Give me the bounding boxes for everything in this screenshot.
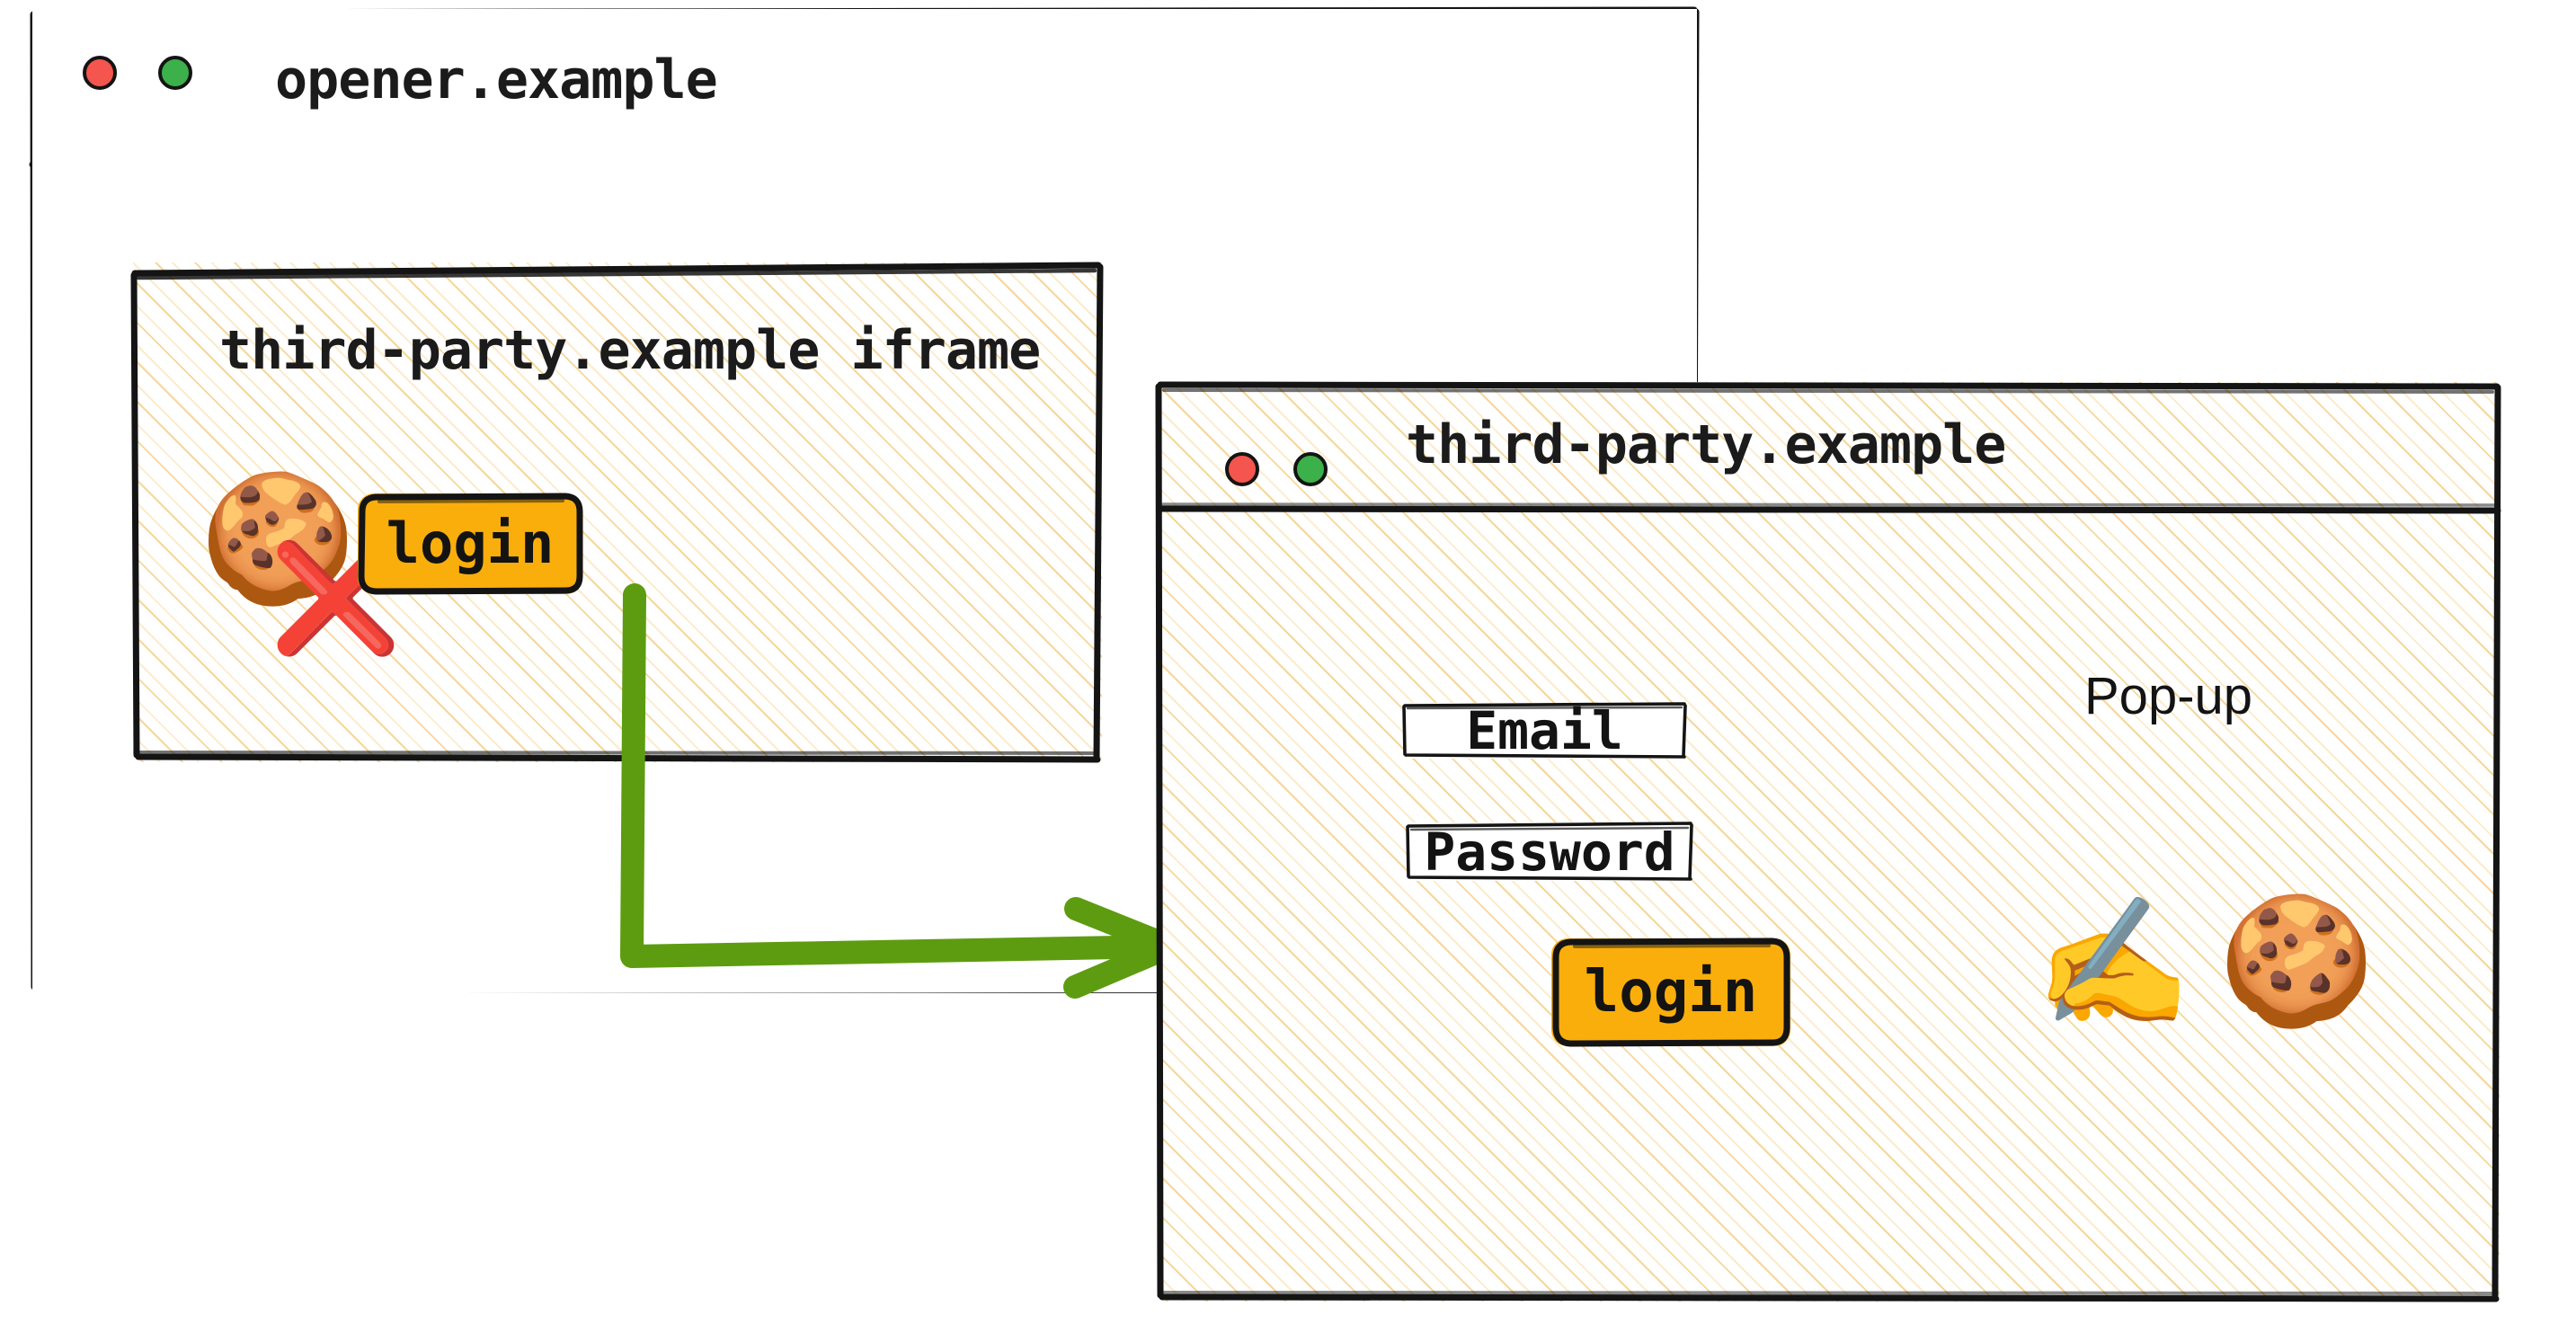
iframe-title: third-party.example iframe [219,319,1041,382]
password-field-label: Password [1424,821,1675,883]
popup-annotation-label: Pop-up [2084,667,2253,725]
close-icon[interactable] [83,56,117,90]
email-field[interactable]: Email [1402,700,1687,761]
opener-titlebar: opener.example [32,9,1697,166]
maximize-icon[interactable] [158,56,192,90]
popup-background [1158,382,2500,1302]
iframe-login-button[interactable]: login [358,493,583,595]
popup-window-title: third-party.example [1406,413,2006,476]
popup-maximize-icon[interactable] [1293,452,1328,486]
iframe-login-button-label: login [386,511,555,576]
password-field[interactable]: Password [1406,821,1693,883]
popup-login-button-label: login [1584,959,1758,1026]
cookie-icon: 🍪 [200,466,357,612]
opener-window-title: opener.example [275,49,718,111]
writing-hand-icon: ✍️ [2035,890,2192,1036]
popup-cookie-icon: 🍪 [2218,888,2376,1035]
email-field-label: Email [1466,700,1623,761]
popup-close-icon[interactable] [1225,452,1259,486]
popup-login-button[interactable]: login [1551,937,1790,1047]
popup-browser-window: third-party.example [1155,381,2501,1302]
